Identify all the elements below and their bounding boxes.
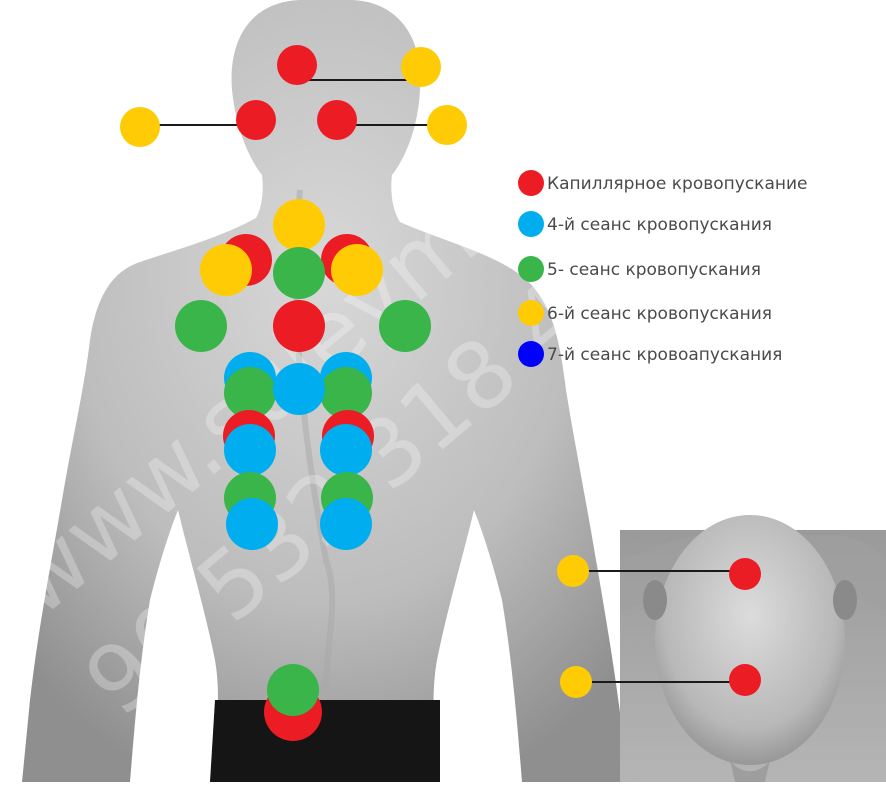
point-green [379,300,431,352]
point-red [729,664,761,696]
legend-swatch-yellow [518,300,544,326]
point-blue [320,424,372,476]
legend-swatch-green [518,256,544,282]
point-yellow [557,555,589,587]
legend-item-navy: 7-й сеанс кровоапускания [518,341,782,367]
point-blue [320,498,372,550]
point-yellow [560,666,592,698]
legend-item-blue: 4-й сеанс кровопускания [518,211,772,237]
legend-swatch-blue [518,211,544,237]
point-yellow [273,199,325,251]
point-green [175,300,227,352]
legend-item-red: Капиллярное кровопускание [518,170,808,196]
point-blue [273,363,325,415]
point-yellow [120,107,160,147]
point-red [273,300,325,352]
point-blue [224,424,276,476]
point-red [729,558,761,590]
legend-item-green: 5- сеанс кровопускания [518,256,761,282]
legend-swatch-red [518,170,544,196]
point-yellow [331,244,383,296]
legend-swatch-navy [518,341,544,367]
point-red [317,100,357,140]
point-red [277,45,317,85]
point-blue [226,498,278,550]
legend-label-blue: 4-й сеанс кровопускания [547,215,772,235]
head-top-inset [620,515,886,782]
point-green [267,664,319,716]
legend-item-yellow: 6-й сеанс кровопускания [518,300,772,326]
legend-label-red: Капиллярное кровопускание [547,174,808,194]
point-green [273,247,325,299]
point-yellow [401,47,441,87]
point-red [236,100,276,140]
legend-label-green: 5- сеанс кровопускания [547,260,761,280]
legend-label-navy: 7-й сеанс кровоапускания [547,345,782,365]
point-yellow [200,244,252,296]
point-yellow [427,105,467,145]
legend-label-yellow: 6-й сеанс кровопускания [547,304,772,324]
